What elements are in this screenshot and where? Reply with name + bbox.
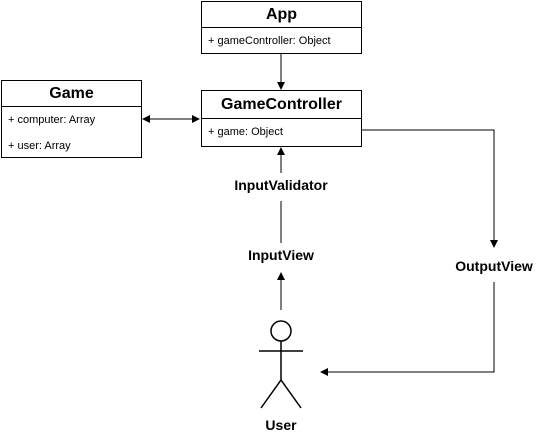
game-class-attribute: + user: Array [8,140,71,152]
arrow-gamecontroller-to-outputview [362,129,498,248]
user-label[interactable]: User [265,417,297,433]
gamecontroller-class-title: GameController [202,91,361,119]
game-class-box[interactable]: Game + computer: Array + user: Array [1,80,142,158]
user-actor-icon [259,320,303,409]
game-class-title: Game [2,81,141,107]
app-class-attribute: + gameController: Object [208,35,331,47]
app-class-box[interactable]: App + gameController: Object [201,1,362,54]
arrow-outputview-to-user [320,282,495,376]
gamecontroller-class-box[interactable]: GameController + game: Object [201,90,362,147]
inputvalidator-label[interactable]: InputValidator [234,177,328,193]
inputview-label[interactable]: InputView [248,247,314,263]
outputview-label[interactable]: OutputView [455,258,533,274]
game-class-attribute: + computer: Array [8,114,96,126]
gamecontroller-class-attribute: + game: Object [208,126,283,138]
app-class-title: App [202,2,361,28]
